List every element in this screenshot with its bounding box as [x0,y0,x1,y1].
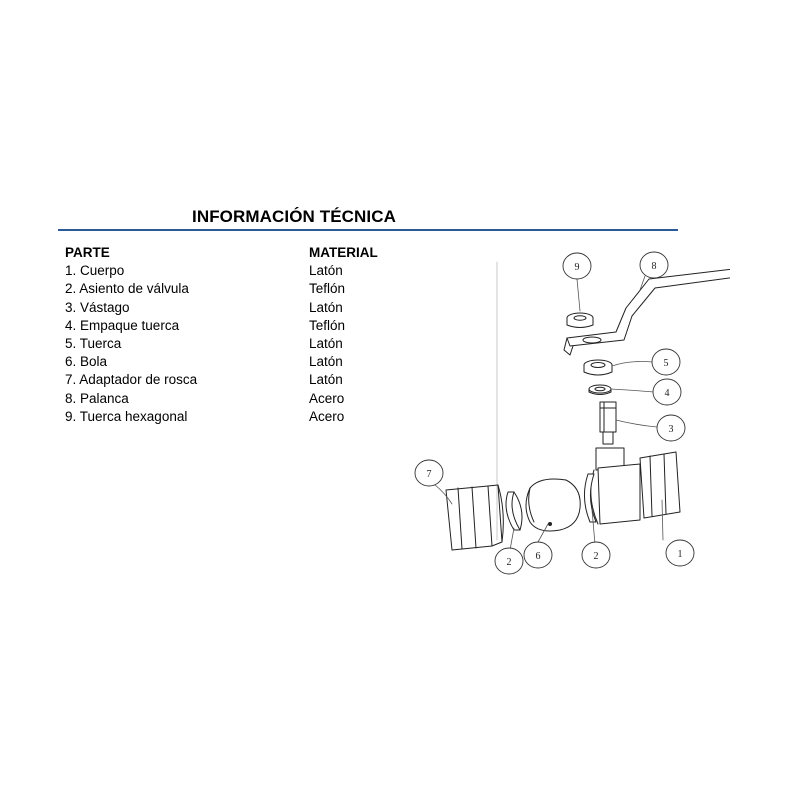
part-name: 4. Empaque tuerca [65,317,180,333]
header-part: PARTE [65,245,110,260]
part-name: 5. Tuerca [65,335,122,351]
table-row: 9. Tuerca hexagonal Acero [65,408,395,426]
table-row: 7. Adaptador de rosca Latón [65,371,395,389]
callout-7: 7 [427,469,432,480]
thread-adapter-part [445,484,504,551]
table-row: 8. Palanca Acero [65,390,395,408]
callout-2-left: 2 [507,557,512,568]
table-row: 1. Cuerpo Latón [65,262,395,280]
header-material: MATERIAL [309,245,378,260]
table-row: 4. Empaque tuerca Teflón [65,317,395,335]
part-name: 8. Palanca [65,390,129,406]
stem-part [599,401,617,445]
table-row: 3. Vástago Latón [65,299,395,317]
nut-part [583,359,613,376]
part-name: 2. Asiento de válvula [65,281,189,297]
callout-5: 5 [664,358,669,369]
part-material: Latón [309,263,343,279]
part-material: Latón [309,372,343,388]
part-name: 7. Adaptador de rosca [65,372,198,388]
table-row: 6. Bola Latón [65,353,395,371]
callout-3: 3 [669,424,674,435]
callout-8: 8 [652,261,657,272]
valve-seat-left-part [505,491,523,531]
callout-6: 6 [536,551,541,562]
part-material: Teflón [309,317,346,333]
page-title: INFORMACIÓN TÉCNICA [192,207,396,226]
nut-gasket-part [588,384,612,395]
exploded-valve-diagram: 9 8 5 4 3 7 2 6 2 1 [414,251,730,575]
table-row: 2. Asiento de válvula Teflón [65,280,395,298]
parts-table: PARTE MATERIAL 1. Cuerpo Latón 2. Asient… [65,244,395,426]
callout-4: 4 [665,388,670,399]
valve-seat-part [584,473,597,523]
part-material: Teflón [309,281,346,297]
table-row: 5. Tuerca Latón [65,335,395,353]
part-material: Acero [309,390,345,406]
part-name: 9. Tuerca hexagonal [65,408,188,424]
ball-part [525,478,581,532]
part-material: Latón [309,354,343,370]
callout-1: 1 [678,549,683,560]
part-material: Acero [309,408,345,424]
title-divider [58,229,678,231]
lever-handle-part [563,268,730,356]
callout-9: 9 [575,262,580,273]
part-name: 3. Vástago [65,299,130,315]
part-material: Latón [309,335,343,351]
callout-2-right: 2 [594,551,599,562]
table-header-row: PARTE MATERIAL [65,244,395,262]
part-material: Latón [309,299,343,315]
part-name: 6. Bola [65,354,108,370]
hex-nut-part [566,312,594,328]
part-name: 1. Cuerpo [65,263,125,279]
valve-body-part [590,447,681,525]
